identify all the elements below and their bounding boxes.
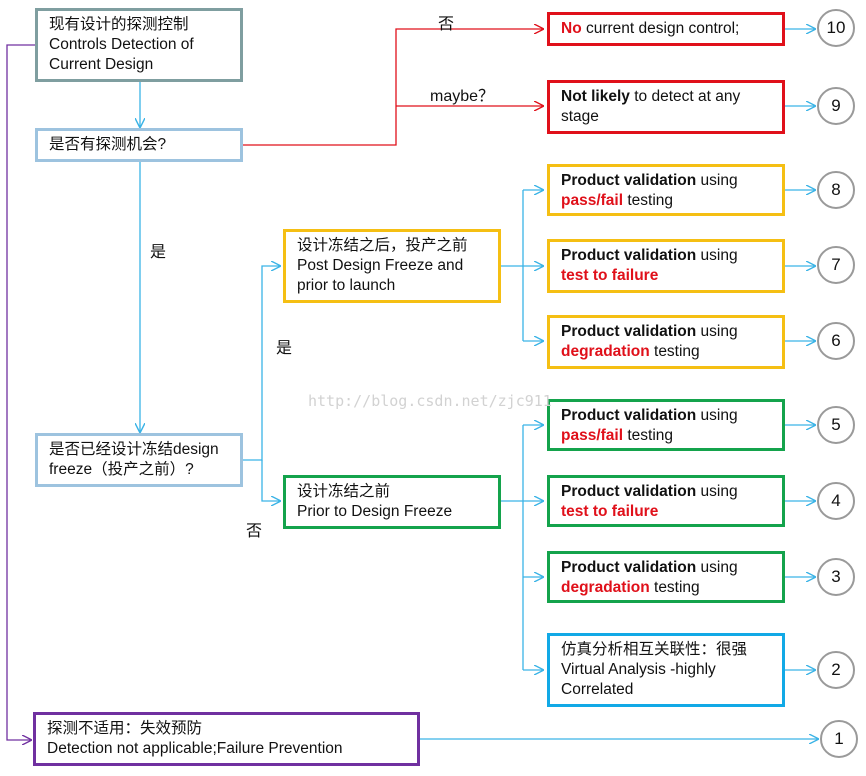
r3-bold: Product validation <box>561 559 697 576</box>
virtual-analysis-box: 仿真分析相互关联性：很强 Virtual Analysis -highly Co… <box>547 633 785 707</box>
r6-tail: testing <box>649 343 700 360</box>
rating-7: 7 <box>817 246 855 284</box>
design-frozen-box: 是否已经设计冻结design freeze（投产之前）? <box>35 433 243 487</box>
not-likely-rest: to detect at any <box>629 88 741 105</box>
edge-prior-fan <box>501 425 524 670</box>
prior-freeze-line-2: Prior to Design Freeze <box>297 503 453 520</box>
edge-label-yes-mid: 是 <box>276 340 293 357</box>
virtual-line-3: Correlated <box>561 681 634 698</box>
r8-bold: Product validation <box>561 172 697 189</box>
frozen-line-1: 是否已经设计冻结design <box>49 441 219 458</box>
r5-rest: using <box>696 407 738 424</box>
validation-pass-fail-prior-box: Product validation using pass/fail testi… <box>547 399 785 451</box>
r5-method: pass/fail <box>561 427 624 444</box>
edge-post-fan <box>501 190 524 341</box>
validation-test-to-failure-prior-box: Product validation using test to failure <box>547 475 785 527</box>
not-applicable-line-1: 探测不适用：失效预防 <box>47 720 203 737</box>
prior-freeze-line-1: 设计冻结之前 <box>297 483 391 500</box>
controls-line-1: 现有设计的探测控制 <box>49 16 189 33</box>
r8-method: pass/fail <box>561 192 624 209</box>
r7-rest: using <box>696 247 738 264</box>
post-design-freeze-box: 设计冻结之后，投产之前 Post Design Freeze and prior… <box>283 229 501 303</box>
controls-line-3: Current Design <box>49 56 154 73</box>
not-likely-bold: Not likely <box>561 88 630 105</box>
edge-label-no-top: 否 <box>438 16 455 33</box>
r3-method: degradation <box>561 579 650 596</box>
edge-label-no-bottom: 否 <box>246 523 263 540</box>
edge-controls-to-not-applicable <box>6 44 40 740</box>
rating-8: 8 <box>817 171 855 209</box>
prior-design-freeze-box: 设计冻结之前 Prior to Design Freeze <box>283 475 501 529</box>
rating-5: 5 <box>817 406 855 444</box>
detection-not-applicable-box: 探测不适用：失效预防 Detection not applicable;Fail… <box>33 712 420 766</box>
rating-3: 3 <box>817 558 855 596</box>
rating-1: 1 <box>820 720 858 758</box>
virtual-line-2: Virtual Analysis -highly <box>561 661 716 678</box>
rating-9: 9 <box>817 87 855 125</box>
virtual-line-1: 仿真分析相互关联性：很强 <box>561 641 748 658</box>
r3-rest: using <box>696 559 738 576</box>
no-control-bold: No <box>561 20 582 37</box>
edge-label-maybe: maybe？ <box>430 88 495 105</box>
r4-method: test to failure <box>561 503 659 520</box>
post-freeze-line-3: prior to launch <box>297 277 396 294</box>
frozen-line-2: freeze（投产之前）? <box>49 461 194 478</box>
r7-bold: Product validation <box>561 247 697 264</box>
edge-opportunity-to-no-control <box>243 29 543 146</box>
edge-label-yes-left: 是 <box>150 244 167 261</box>
edge-frozen-to-post <box>243 266 280 461</box>
validation-degradation-post-box: Product validation using degradation tes… <box>547 315 785 369</box>
r3-tail: testing <box>649 579 700 596</box>
r8-rest: using <box>696 172 738 189</box>
rating-2: 2 <box>817 651 855 689</box>
edge-frozen-to-prior <box>261 460 280 501</box>
validation-test-to-failure-post-box: Product validation using test to failure <box>547 239 785 293</box>
r7-method: test to failure <box>561 267 659 284</box>
r6-bold: Product validation <box>561 323 697 340</box>
r8-tail: testing <box>623 192 674 209</box>
validation-pass-fail-post-box: Product validation using pass/fail testi… <box>547 164 785 216</box>
no-control-rest: current design control; <box>581 20 740 37</box>
opportunity-line-1: 是否有探测机会? <box>49 136 167 153</box>
not-likely-box: Not likely to detect at any stage <box>547 80 785 134</box>
rating-10: 10 <box>817 9 855 47</box>
post-freeze-line-2: Post Design Freeze and <box>297 257 464 274</box>
watermark: http://blog.csdn.net/zjc911 <box>308 392 552 410</box>
r4-rest: using <box>696 483 738 500</box>
r6-method: degradation <box>561 343 650 360</box>
not-likely-line-2: stage <box>561 108 599 125</box>
rating-6: 6 <box>817 322 855 360</box>
r4-bold: Product validation <box>561 483 697 500</box>
r6-rest: using <box>696 323 738 340</box>
r5-tail: testing <box>623 427 674 444</box>
rating-4: 4 <box>817 482 855 520</box>
r5-bold: Product validation <box>561 407 697 424</box>
controls-detection-box: 现有设计的探测控制 Controls Detection of Current … <box>35 8 243 82</box>
controls-line-2: Controls Detection of <box>49 36 194 53</box>
post-freeze-line-1: 设计冻结之后，投产之前 <box>297 237 468 254</box>
validation-degradation-prior-box: Product validation using degradation tes… <box>547 551 785 603</box>
detection-opportunity-box: 是否有探测机会? <box>35 128 243 162</box>
no-current-control-box: No current design control; <box>547 12 785 46</box>
not-applicable-line-2: Detection not applicable;Failure Prevent… <box>47 740 343 757</box>
